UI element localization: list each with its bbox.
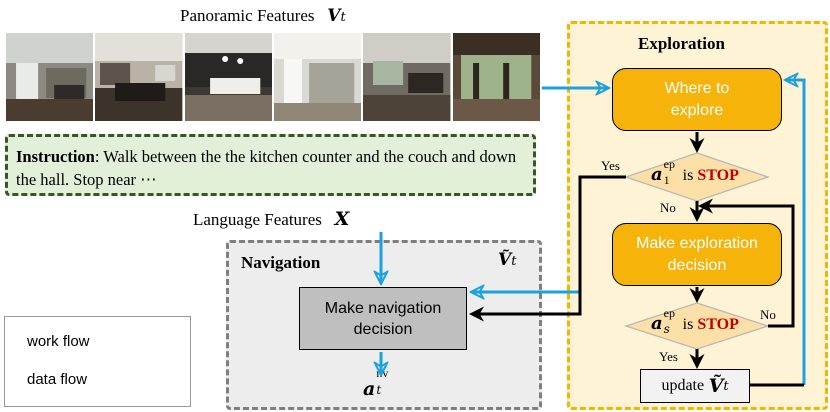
diamond2-stop: STOP	[697, 316, 739, 333]
navigation-symbol-letter: Ṽ	[498, 250, 512, 270]
diamond1-label: a ep 1 is STOP	[651, 157, 739, 187]
where-line1: Where to	[664, 79, 730, 97]
navigation-symbol-sub: t	[511, 254, 517, 269]
pano-view-5	[363, 33, 451, 121]
diamond1-is: is	[682, 167, 694, 184]
diamond1-symbol: a	[651, 164, 663, 185]
pano-view-2	[95, 33, 183, 121]
pano-view-6	[452, 33, 540, 121]
diamond1-stop: STOP	[697, 167, 739, 184]
no-label-2: No	[760, 307, 776, 322]
make-navigation-decision-box: Make navigation decision	[299, 287, 467, 350]
navigation-symbol: Ṽt	[498, 250, 516, 270]
language-symbol: X	[334, 208, 350, 230]
legend-work-flow-label: work flow	[27, 333, 90, 350]
navigation-title: Navigation	[241, 253, 321, 272]
make-exp-line2: decision	[667, 256, 727, 274]
make-exploration-decision-box: Make exploration decision	[612, 223, 782, 286]
panorama-title-text: Panoramic Features	[180, 6, 315, 25]
legend-data-flow-label: data flow	[27, 371, 88, 388]
make-exp-line1: Make exploration	[636, 234, 758, 252]
update-symbol: Ṽ	[708, 375, 724, 397]
pano-view-3	[184, 33, 272, 121]
pano-view-4	[273, 33, 362, 121]
diamond2-sub: s	[663, 322, 670, 336]
nav-decision-line1: Make navigation	[324, 299, 442, 317]
diamond2-symbol: a	[651, 313, 663, 334]
diamond2-label: a ep s is STOP	[651, 306, 739, 336]
where-to-explore-box: Where to explore	[612, 68, 782, 131]
panorama-subscript: t	[340, 10, 346, 25]
no-label-1: No	[660, 200, 676, 215]
diamond2-is: is	[682, 316, 694, 333]
legend	[4, 316, 191, 407]
instruction-text: : Walk between the the kitchen counter a…	[16, 147, 517, 189]
diamond2-no-loop-arrow	[698, 198, 795, 328]
instruction-label: Instruction	[16, 147, 95, 166]
nav-output-symbol: a	[363, 378, 376, 400]
language-title-text: Language Features	[193, 210, 322, 229]
update-subscript: t	[723, 378, 729, 394]
yes-label-2: Yes	[659, 349, 678, 364]
language-title: Language Features X	[193, 208, 349, 230]
diamond1-sub: 1	[663, 173, 670, 187]
panorama-symbol: V	[327, 6, 341, 26]
diamond1-sup: ep	[663, 157, 675, 171]
diamond2-sup: ep	[663, 306, 675, 320]
exploration-title: Exploration	[638, 34, 725, 53]
yes-label-1: Yes	[601, 158, 620, 173]
panorama-title: Panoramic Features Vt	[180, 6, 346, 26]
instruction-box: Instruction: Walk between the the kitche…	[5, 134, 536, 196]
update-to-where-arrow	[786, 80, 806, 385]
update-text: update	[661, 377, 705, 394]
nav-decision-line2: decision	[353, 320, 413, 338]
nav-output-sub: t	[376, 383, 382, 397]
pano-view-1	[6, 33, 94, 121]
where-line2: explore	[670, 101, 724, 119]
panorama-strip	[6, 33, 540, 121]
diamond1-yes-to-nav-arrow	[469, 175, 626, 322]
